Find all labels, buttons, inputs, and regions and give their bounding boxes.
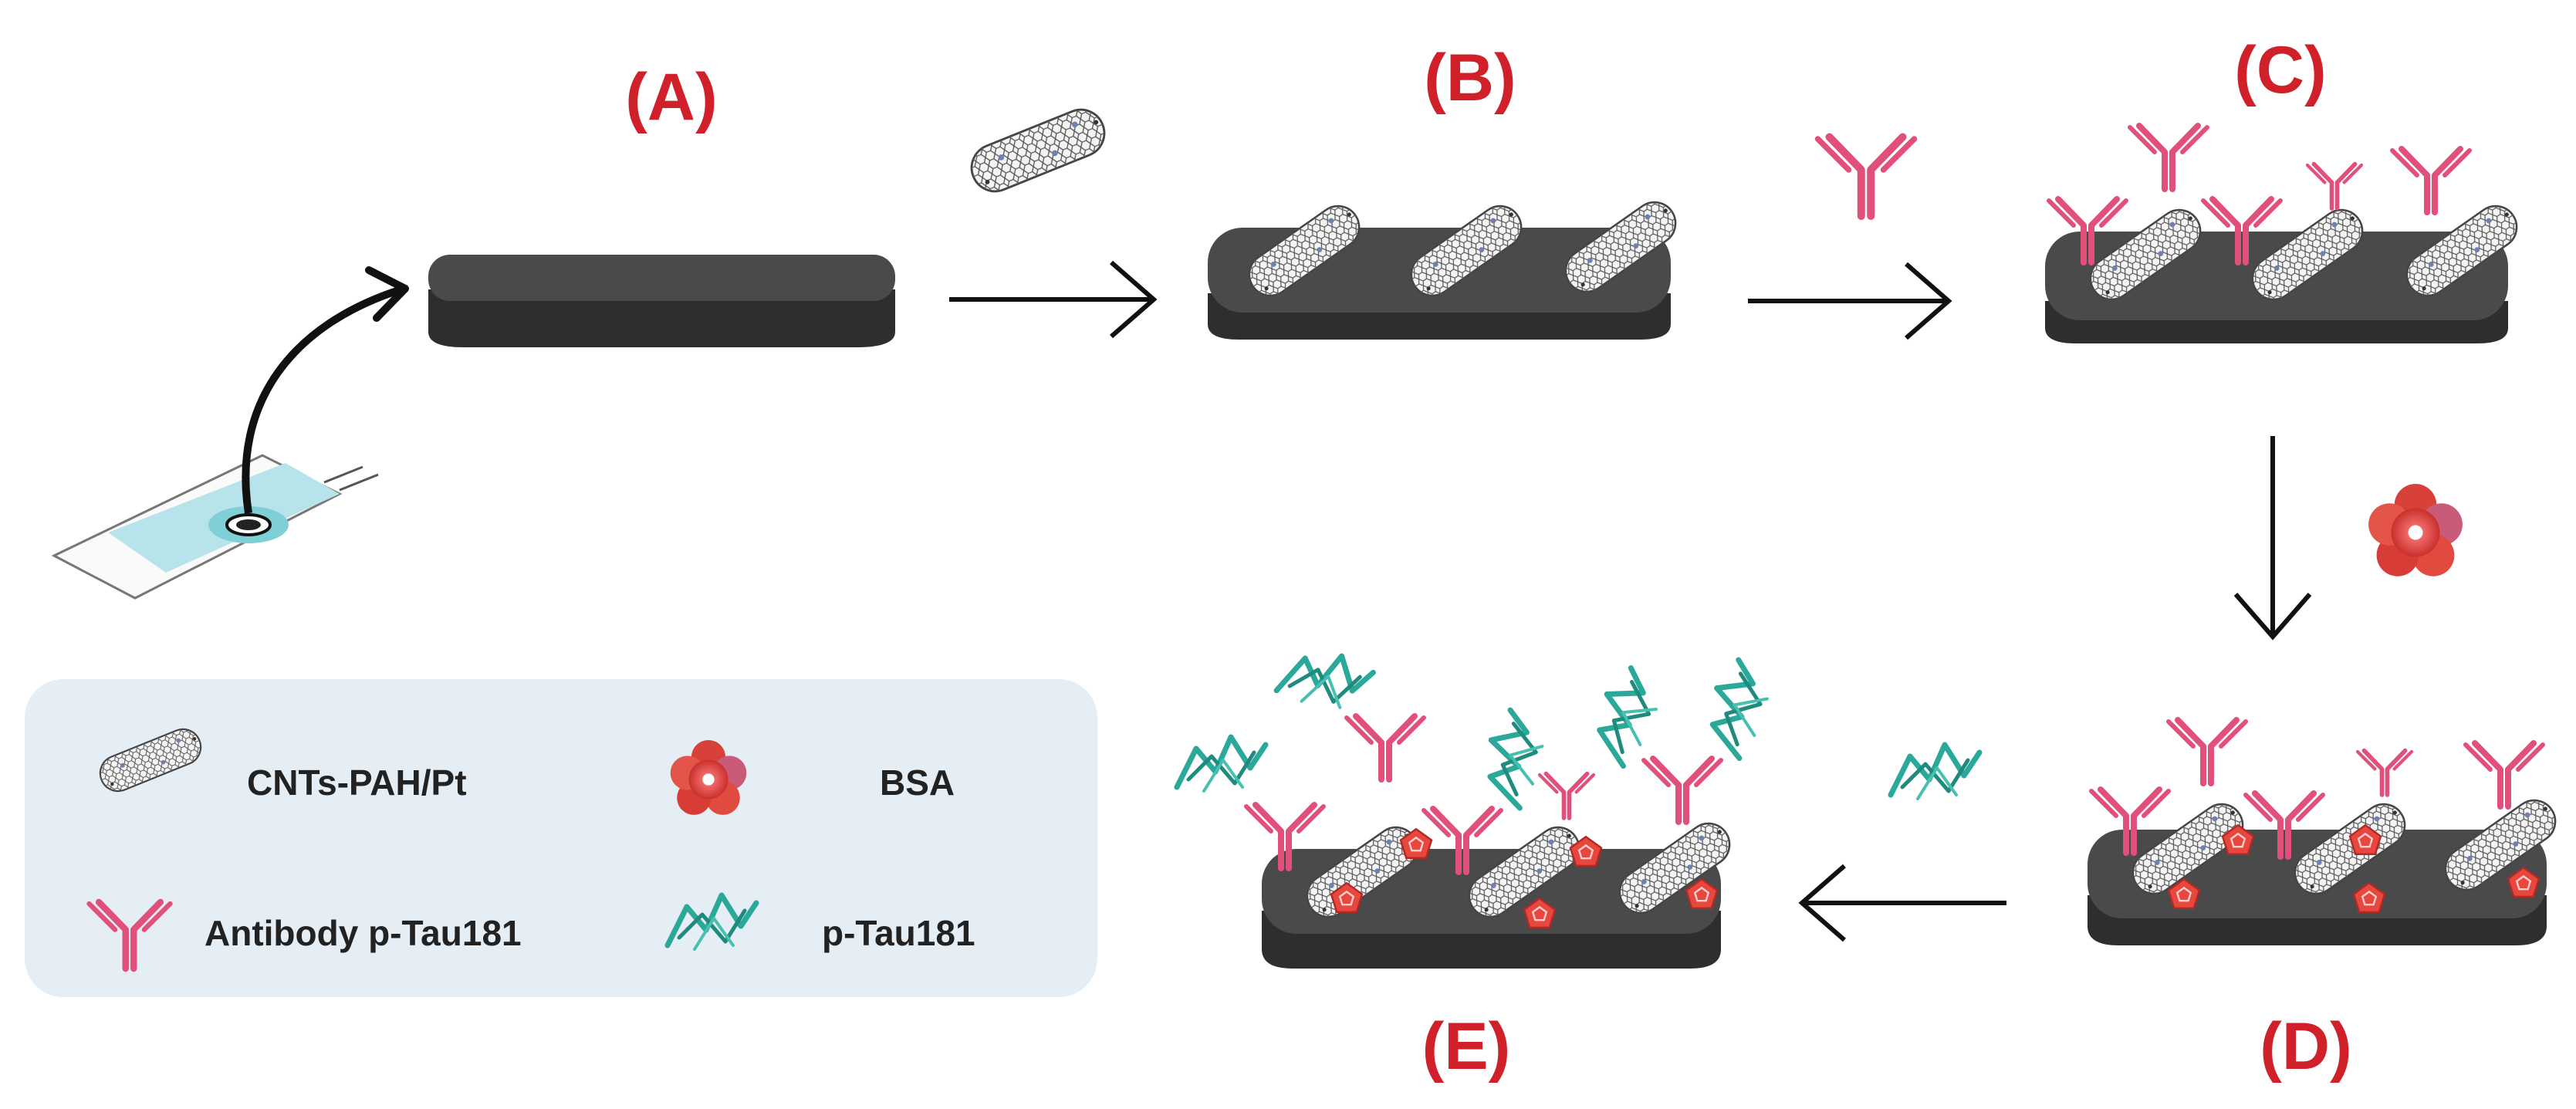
antibody-reagent-icon [1818,137,1915,217]
arrow-ab-icon [949,260,1158,339]
legend: CNTs-PAH/Pt BSA Antibody p-Tau181 p-Tau1… [25,679,1097,997]
disk-b [1208,193,1685,340]
legend-label-cnt: CNTs-PAH/Pt [247,762,467,803]
ptau-reagent-icon [1891,745,1979,799]
legend-label-antibody: Antibody p-Tau181 [205,913,522,953]
curved-arrow-icon [242,286,403,514]
step-label-b: (B) [1424,41,1516,115]
legend-label-ptau: p-Tau181 [822,913,975,953]
cnt-reagent-icon [963,101,1113,200]
legend-label-bsa: BSA [880,762,955,803]
disk-c [2045,126,2527,343]
step-label-d: (D) [2260,1009,2351,1084]
bsa-reagent-icon [2368,484,2463,576]
disk-e [1177,642,1780,969]
arrow-de-icon [1798,864,2006,942]
step-label-a: (A) [625,60,717,134]
step-label-c: (C) [2234,33,2326,107]
arrow-bc-icon [1748,262,1952,340]
step-label-e: (E) [1422,1009,1511,1084]
disk-a [428,255,895,347]
electrode-icon [51,454,379,600]
curved-arrowhead-icon [365,266,409,322]
arrow-cd-icon [2233,436,2312,641]
disk-d [2088,720,2565,945]
